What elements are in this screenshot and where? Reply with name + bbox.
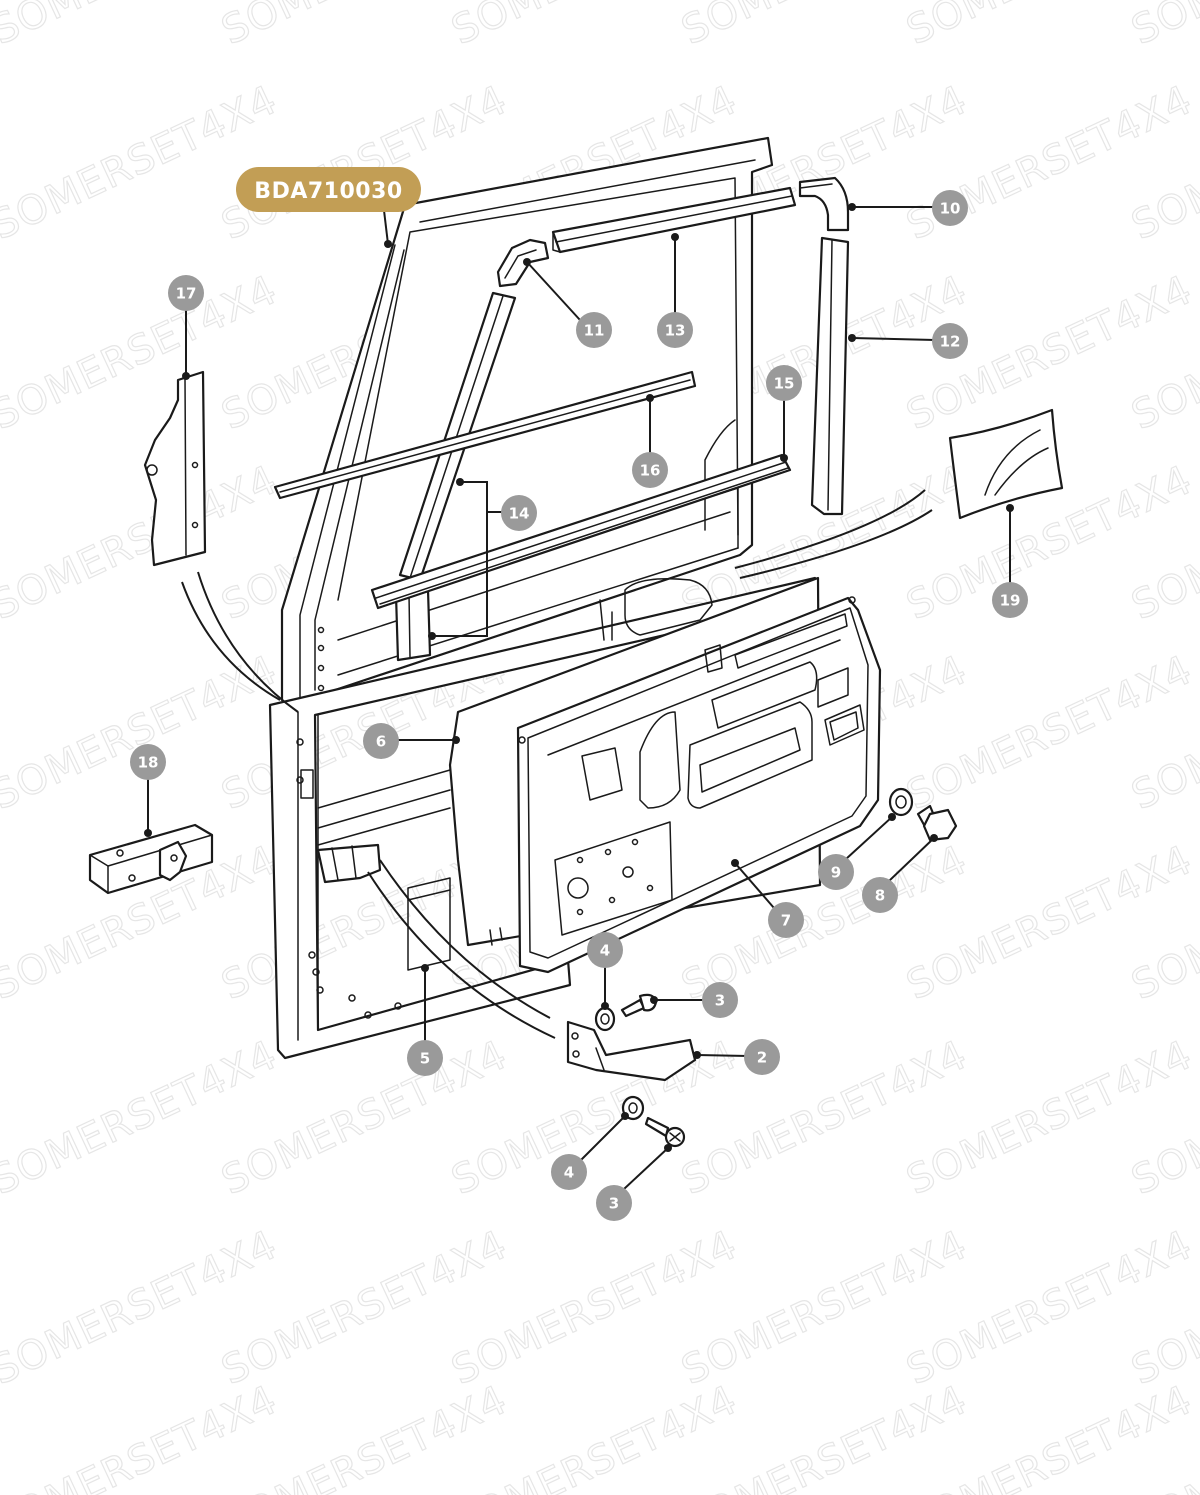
part-13-top-channel <box>551 186 797 254</box>
callout-label: 15 <box>774 375 795 393</box>
callout-4-lower[interactable]: 4 <box>551 1154 587 1190</box>
part-18-latch-bracket <box>88 823 214 895</box>
hinge-on-shell <box>316 843 382 884</box>
part-4-washer-upper <box>594 1006 616 1032</box>
callout-label: 10 <box>940 200 961 218</box>
part-17-bracket <box>143 370 207 567</box>
callout-label: 12 <box>940 333 961 351</box>
callout-label: 5 <box>420 1050 430 1068</box>
callout-10[interactable]: 10 <box>932 190 968 226</box>
assembly-lines <box>181 489 933 1039</box>
part-7-inner-door-panel <box>516 596 882 974</box>
callout-14[interactable]: 14 <box>501 495 537 531</box>
callout-7[interactable]: 7 <box>768 902 804 938</box>
callout-2[interactable]: 2 <box>744 1039 780 1075</box>
callout-label: 8 <box>875 887 885 905</box>
callout-16[interactable]: 16 <box>632 452 668 488</box>
part-number-badge-bg <box>236 167 421 212</box>
callout-3-upper[interactable]: 3 <box>702 982 738 1018</box>
part-number-text: BDA710030 <box>254 179 402 204</box>
callout-label: 11 <box>584 322 605 340</box>
callout-label: 18 <box>138 754 159 772</box>
callout-label: 3 <box>715 992 725 1010</box>
callout-label: 19 <box>1000 592 1021 610</box>
callout-label: 6 <box>376 733 386 751</box>
callout-9[interactable]: 9 <box>818 854 854 890</box>
callout-label: 14 <box>509 505 530 523</box>
callout-18[interactable]: 18 <box>130 744 166 780</box>
callout-label: 17 <box>176 285 197 303</box>
callout-label: 9 <box>831 864 841 882</box>
callout-label: 4 <box>564 1164 574 1182</box>
part-9-washer <box>888 787 914 817</box>
callout-label: 16 <box>640 462 661 480</box>
watermark: SOMERSET4X4 <box>0 1377 284 1495</box>
callout-17[interactable]: 17 <box>168 275 204 311</box>
callout-label: 7 <box>781 912 791 930</box>
callout-8[interactable]: 8 <box>862 877 898 913</box>
part-15-outer-waist-strip <box>370 453 792 610</box>
callout-6[interactable]: 6 <box>363 723 399 759</box>
part-12-vertical-channel <box>810 236 850 516</box>
callout-19[interactable]: 19 <box>992 582 1028 618</box>
watermark: SOMERSET4X4 <box>1125 0 1200 54</box>
callout-label: 2 <box>757 1049 767 1067</box>
callout-3-lower[interactable]: 3 <box>596 1185 632 1221</box>
part-3-bolt-lower <box>644 1116 686 1148</box>
part-2-hinge <box>566 1020 697 1082</box>
part-19-window-glass <box>948 408 1064 520</box>
callout-11[interactable]: 11 <box>576 312 612 348</box>
callout-label: 13 <box>665 322 686 340</box>
part-10-corner-seal <box>798 176 850 232</box>
callout-label: 4 <box>600 942 610 960</box>
callout-5[interactable]: 5 <box>407 1040 443 1076</box>
leader-lines <box>144 201 1014 1190</box>
callout-4-upper[interactable]: 4 <box>587 932 623 968</box>
callout-13[interactable]: 13 <box>657 312 693 348</box>
callout-12[interactable]: 12 <box>932 323 968 359</box>
callout-15[interactable]: 15 <box>766 365 802 401</box>
part-number-badge[interactable]: BDA710030 <box>236 167 421 212</box>
part-11-upper-corner <box>496 238 550 288</box>
part-8-bolt <box>916 804 958 842</box>
part-16-inner-waist-strip <box>273 370 697 500</box>
callout-label: 3 <box>609 1195 619 1213</box>
